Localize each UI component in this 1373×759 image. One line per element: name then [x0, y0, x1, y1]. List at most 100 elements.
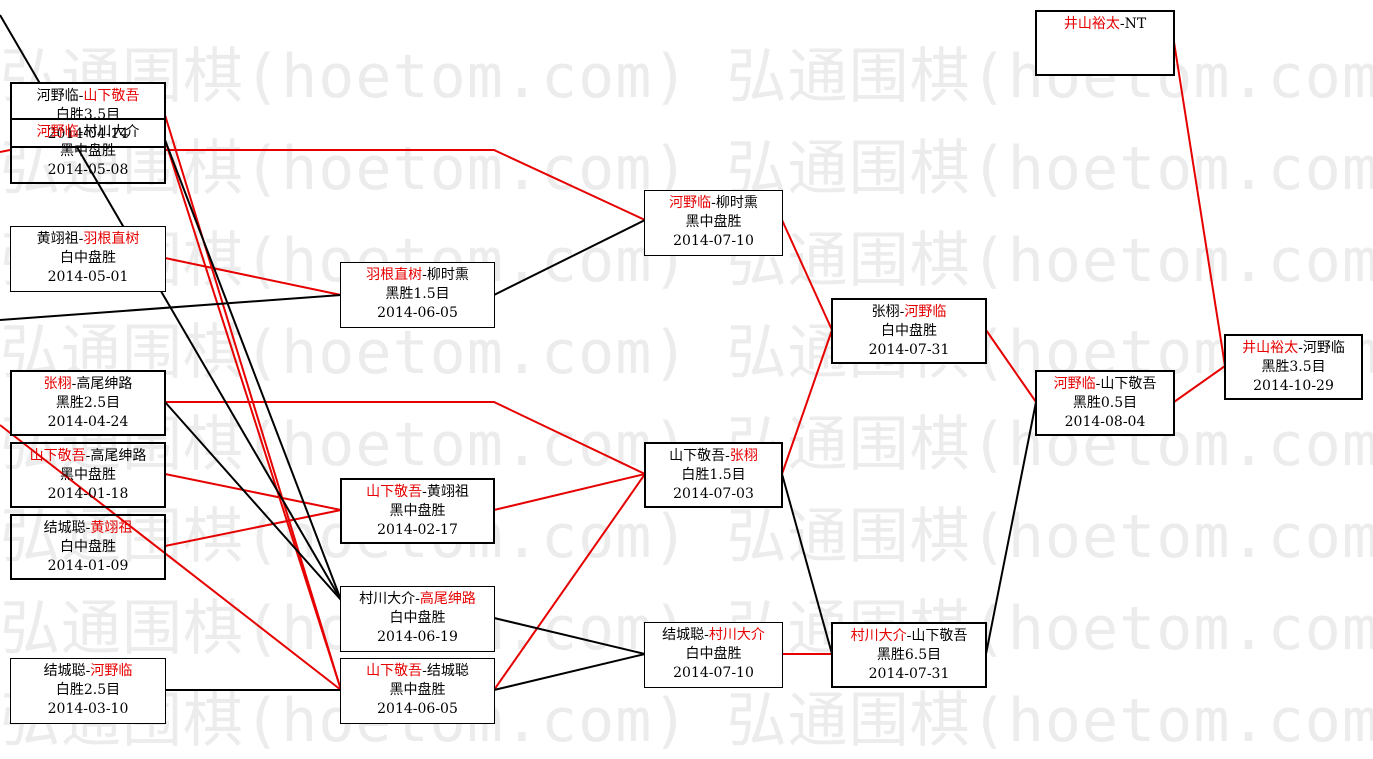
match-result: 白中盘胜 — [60, 250, 116, 266]
connector-winner — [0, 149, 11, 153]
match-result: 黑中盘胜 — [389, 682, 446, 698]
match-players: 河野临-柳时熏 — [669, 195, 758, 211]
match-result: 白中盘胜 — [881, 323, 937, 339]
player-black: 张栩 — [871, 304, 900, 320]
player-white-winner: 河野临 — [90, 663, 133, 679]
match-card[interactable]: 山下敬吾-黄翊祖 黑中盘胜 2014-02-17 — [340, 478, 495, 544]
player-black-winner: 羽根直树 — [366, 267, 423, 283]
player-black-winner: 山下敬吾 — [29, 448, 86, 464]
connector-loser — [164, 401, 342, 601]
connector-winner — [164, 473, 342, 511]
player-black: 结城聪 — [43, 520, 86, 536]
match-date: 2014-01-09 — [47, 558, 129, 574]
match-date: 2014-07-10 — [673, 233, 754, 249]
match-result: 白中盘胜 — [60, 539, 116, 555]
match-result: 黑胜1.5目 — [385, 286, 450, 302]
player-white-winner: 山下敬吾 — [83, 88, 140, 104]
match-date: 2014-07-03 — [673, 486, 754, 502]
match-card[interactable]: 结城聪-村川大介 白中盘胜 2014-07-10 — [644, 622, 783, 688]
match-players: 河野临-村川大介 — [36, 124, 140, 140]
match-players: 河野临-山下敬吾 — [1053, 376, 1157, 392]
match-players: 张栩-高尾绅路 — [43, 376, 133, 392]
player-white-winner: 河野临 — [904, 304, 947, 320]
match-result: 白胜1.5目 — [681, 467, 746, 483]
connector-winner — [164, 139, 342, 691]
player-black-winner: 村川大介 — [850, 628, 907, 644]
player-black: 村川大介 — [359, 591, 416, 607]
match-date: 2014-02-17 — [377, 522, 458, 538]
match-result: 黑中盘胜 — [389, 503, 446, 519]
player-white: 村川大介 — [83, 124, 140, 140]
player-white-winner: 黄翊祖 — [90, 520, 133, 536]
match-card[interactable]: 张栩-河野临 白中盘胜 2014-07-31 — [831, 298, 987, 364]
player-black: 山下敬吾 — [669, 448, 726, 464]
player-white: 柳时熏 — [715, 195, 758, 211]
connector-loser — [781, 473, 833, 655]
match-card[interactable]: 结城聪-河野临 白胜2.5目 2014-03-10 — [10, 658, 166, 724]
match-players: 井山裕太-NT — [1063, 16, 1147, 32]
match-card[interactable]: 河野临-柳时熏 黑中盘胜 2014-07-10 — [644, 190, 783, 256]
final-match-card[interactable]: 井山裕太-河野临 黑胜3.5目 2014-10-29 — [1224, 334, 1363, 400]
match-players: 山下敬吾-结城聪 — [366, 663, 469, 679]
connector-winner — [493, 473, 646, 511]
match-players: 张栩-河野临 — [871, 304, 947, 320]
match-date: 2014-04-24 — [47, 414, 129, 430]
connector-winner — [164, 257, 342, 296]
match-result: 黑中盘胜 — [60, 467, 116, 483]
match-players: 村川大介-高尾绅路 — [359, 591, 476, 607]
match-date: 2014-01-18 — [47, 486, 129, 502]
match-players: 村川大介-山下敬吾 — [850, 628, 968, 644]
match-date: 2014-10-29 — [1253, 378, 1334, 394]
match-card[interactable]: 山下敬吾-高尾绅路 黑中盘胜 2014-01-18 — [10, 442, 166, 508]
player-white: 高尾绅路 — [90, 448, 147, 464]
match-players: 结城聪-黄翊祖 — [43, 520, 133, 536]
match-card[interactable]: 河野临-村川大介 黑中盘胜 2014-05-08 — [10, 118, 166, 184]
player-black: 黄翊祖 — [36, 231, 79, 247]
player-white: 柳时熏 — [426, 267, 469, 283]
match-card[interactable]: 山下敬吾-张栩 白胜1.5目 2014-07-03 — [644, 442, 783, 508]
connector-loser — [985, 401, 1037, 655]
match-card[interactable]: 村川大介-高尾绅路 白中盘胜 2014-06-19 — [340, 586, 495, 652]
player-black: 河野临 — [36, 88, 79, 104]
connector-winner — [493, 473, 646, 691]
connector-loser — [164, 139, 342, 601]
match-players: 山下敬吾-黄翊祖 — [366, 484, 469, 500]
player-white-winner: 村川大介 — [708, 627, 765, 643]
match-card[interactable]: 山下敬吾-结城聪 黑中盘胜 2014-06-05 — [340, 658, 495, 724]
match-card[interactable]: 羽根直树-柳时熏 黑胜1.5目 2014-06-05 — [340, 262, 495, 328]
match-result: 黑胜3.5目 — [1261, 359, 1326, 375]
match-date: 2014-07-10 — [673, 665, 754, 681]
match-result: 黑中盘胜 — [685, 214, 742, 230]
match-date: 2014-08-04 — [1064, 414, 1146, 430]
match-result: 白中盘胜 — [389, 610, 446, 626]
connector-winner — [164, 114, 342, 691]
match-players: 结城聪-河野临 — [43, 663, 133, 679]
match-result: 黑中盘胜 — [60, 143, 116, 159]
match-card[interactable]: 村川大介-山下敬吾 黑胜6.5目 2014-07-31 — [831, 622, 987, 688]
player-white: 河野临 — [1302, 340, 1345, 356]
connector-winner — [165, 401, 646, 475]
match-date: 2014-06-19 — [377, 629, 458, 645]
match-date: 2014-05-01 — [47, 269, 129, 285]
player-white-winner: 羽根直树 — [83, 231, 140, 247]
match-card[interactable]: 张栩-高尾绅路 黑胜2.5目 2014-04-24 — [10, 370, 166, 436]
match-card[interactable]: 黄翊祖-羽根直树 白中盘胜 2014-05-01 — [10, 226, 166, 292]
match-players: 黄翊祖-羽根直树 — [36, 231, 140, 247]
player-white: 高尾绅路 — [76, 376, 133, 392]
player-black-winner: 井山裕太 — [1242, 340, 1299, 356]
match-players: 结城聪-村川大介 — [662, 627, 765, 643]
connector-loser — [493, 653, 646, 691]
match-card[interactable]: 河野临-山下敬吾 黑胜0.5目 2014-08-04 — [1035, 370, 1175, 436]
connector-loser — [0, 294, 342, 321]
match-card[interactable]: 结城聪-黄翊祖 白中盘胜 2014-01-09 — [10, 514, 166, 580]
seed-card[interactable]: 井山裕太-NT — [1035, 10, 1175, 76]
connector-winner — [781, 329, 833, 475]
connector-loser — [493, 219, 646, 296]
player-black: 结城聪 — [662, 627, 705, 643]
player-black-winner: 井山裕太 — [1063, 16, 1120, 32]
match-date: 2014-03-10 — [47, 701, 129, 717]
match-players: 井山裕太-河野临 — [1242, 340, 1345, 356]
connector-winner — [164, 509, 342, 547]
match-date: 2014-07-31 — [868, 666, 950, 682]
player-white-winner: 高尾绅路 — [419, 591, 476, 607]
